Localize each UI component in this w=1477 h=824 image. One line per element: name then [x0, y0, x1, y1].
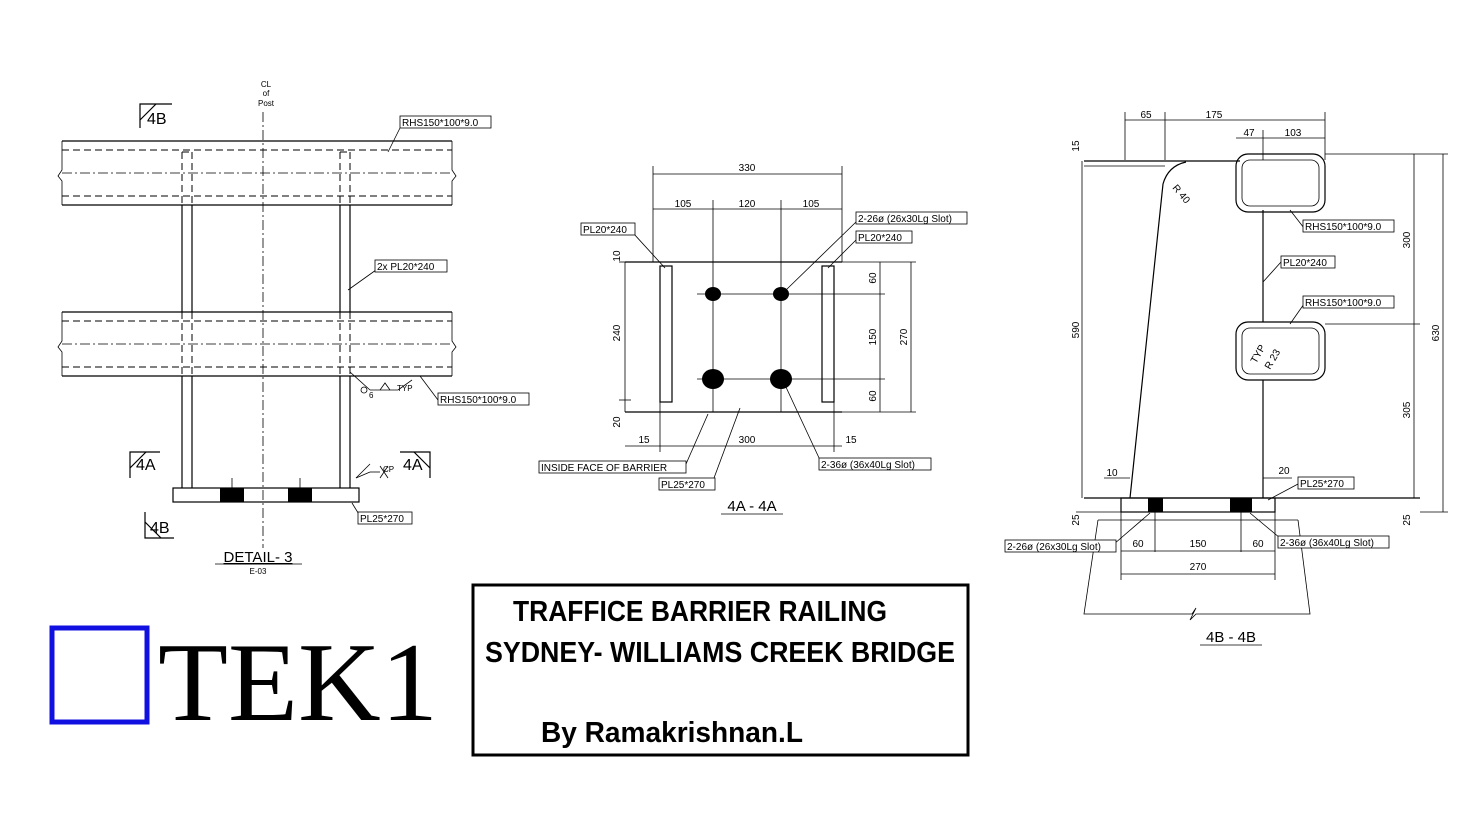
4b-label-pl: PL20*240: [1283, 258, 1327, 269]
dim-10: 10: [1106, 468, 1118, 479]
detail3-label-rhs-mid: RHS150*100*9.0: [440, 395, 517, 406]
dim-305: 305: [1402, 401, 1413, 418]
post-plates: [181, 151, 351, 488]
detail3-label-rhs-top: RHS150*100*9.0: [402, 118, 479, 129]
dim-270: 270: [1190, 562, 1207, 573]
dim-20: 20: [1278, 466, 1290, 477]
dim-60-bottom: 60: [868, 390, 879, 402]
middle-rail: [57, 311, 457, 377]
4b-label-rhs-mid: RHS150*100*9.0: [1305, 298, 1382, 309]
4a-label-inside-face: INSIDE FACE OF BARRIER: [541, 463, 667, 474]
logo-square-icon: [49, 625, 150, 725]
dim-300: 300: [739, 435, 756, 446]
rhs-mid-section: [1235, 321, 1326, 381]
bolt-hole-tl: [705, 287, 721, 301]
section-marker-4a-left: 4A: [136, 457, 156, 474]
section-marker-4a-right: 4A: [403, 457, 423, 474]
weld-size: 6: [369, 391, 374, 400]
4b-base-plate: [1120, 497, 1276, 513]
4a-label-slot-bottom: 2-36ø (36x40Lg Slot): [821, 460, 915, 471]
weld-cp: CP: [383, 465, 394, 474]
detail-3-sheet-ref: E-03: [250, 567, 267, 576]
4b-label-slot-left: 2-26ø (26x30Lg Slot): [1007, 542, 1101, 553]
dim-105-left: 105: [675, 199, 692, 210]
title-author: By Ramakrishnan.L: [541, 717, 803, 749]
dim-240: 240: [612, 324, 623, 341]
4b-label-slot-right: 2-36ø (36x40Lg Slot): [1280, 538, 1374, 549]
4a-label-pl-right: PL20*240: [858, 233, 902, 244]
radius-40: R 40: [1170, 183, 1192, 207]
weld-typ: TYP: [397, 384, 413, 393]
title-line-1: TRAFFICE BARRIER RAILING: [513, 596, 887, 628]
dim-65: 65: [1140, 110, 1152, 121]
dim-15-left: 15: [638, 435, 650, 446]
dim-270: 270: [899, 328, 910, 345]
bolt-hole-br: [770, 369, 792, 389]
dim-103: 103: [1285, 128, 1302, 139]
bolt-hole-bl: [702, 369, 724, 389]
section-4a-view: 330 105 120 105 10 240 20 60 150: [538, 163, 968, 515]
vertical-plate-left: [659, 265, 673, 403]
4b-label-rhs-top: RHS150*100*9.0: [1305, 222, 1382, 233]
4a-label-pl-base: PL25*270: [661, 480, 705, 491]
dim-15: 15: [1071, 140, 1082, 152]
cl-text-2: of: [263, 89, 270, 98]
dim-105-right: 105: [803, 199, 820, 210]
dim-10: 10: [612, 250, 623, 262]
detail3-label-pl-double: 2x PL20*240: [377, 262, 435, 273]
dim-60-left: 60: [1132, 539, 1144, 550]
bolt-hole-tr: [773, 287, 789, 301]
cl-text-1: CL: [261, 80, 272, 89]
4b-bolt-right: [1230, 498, 1252, 512]
dim-300: 300: [1402, 231, 1413, 248]
dim-590: 590: [1071, 321, 1082, 338]
top-rail: [57, 140, 457, 206]
logo-text: TEK1: [158, 621, 438, 745]
bolt-right: [288, 488, 312, 502]
section-4b-view: 65 175 47 103 300 305 630 25 15 590 25: [1004, 110, 1448, 646]
dim-630: 630: [1431, 324, 1442, 341]
dim-150: 150: [1190, 539, 1207, 550]
dim-330: 330: [739, 163, 756, 174]
4a-label-pl-left: PL20*240: [583, 225, 627, 236]
dim-25-left: 25: [1071, 514, 1082, 526]
bolt-left: [220, 488, 244, 502]
section-marker-4b-bottom: 4B: [150, 520, 170, 537]
dim-47: 47: [1243, 128, 1255, 139]
dim-175: 175: [1206, 110, 1223, 121]
4b-bolt-left: [1148, 498, 1163, 512]
section-4b-caption: 4B - 4B: [1206, 629, 1256, 646]
dim-25-right: 25: [1402, 514, 1413, 526]
section-marker-4b-top: 4B: [147, 111, 167, 128]
vertical-plate-right: [821, 265, 835, 403]
dim-60-top: 60: [868, 272, 879, 284]
title-block: TRAFFICE BARRIER RAILING SYDNEY- WILLIAM…: [471, 583, 970, 757]
dim-150: 150: [868, 328, 879, 345]
dim-120: 120: [739, 199, 756, 210]
detail-3-caption: DETAIL- 3: [224, 549, 293, 566]
dim-20: 20: [612, 416, 623, 428]
base-plate: [172, 487, 360, 503]
dim-60-right: 60: [1252, 539, 1264, 550]
detail3-label-pl-base: PL25*270: [360, 514, 404, 525]
dim-15-right: 15: [845, 435, 857, 446]
detail-3-view: CL of Post 4B: [57, 80, 530, 576]
cl-text-3: Post: [258, 99, 275, 108]
weld-cp-symbol: CP: [355, 463, 394, 479]
section-4a-caption: 4A - 4A: [727, 498, 776, 515]
title-line-2: SYDNEY- WILLIAMS CREEK BRIDGE: [485, 637, 955, 669]
4a-label-slot-top: 2-26ø (26x30Lg Slot): [858, 214, 952, 225]
4b-label-pl-base: PL25*270: [1300, 479, 1344, 490]
tek1-logo: TEK1: [49, 621, 438, 745]
rhs-top-section: [1235, 153, 1326, 213]
weld-symbol: 6 TYP: [349, 371, 413, 400]
